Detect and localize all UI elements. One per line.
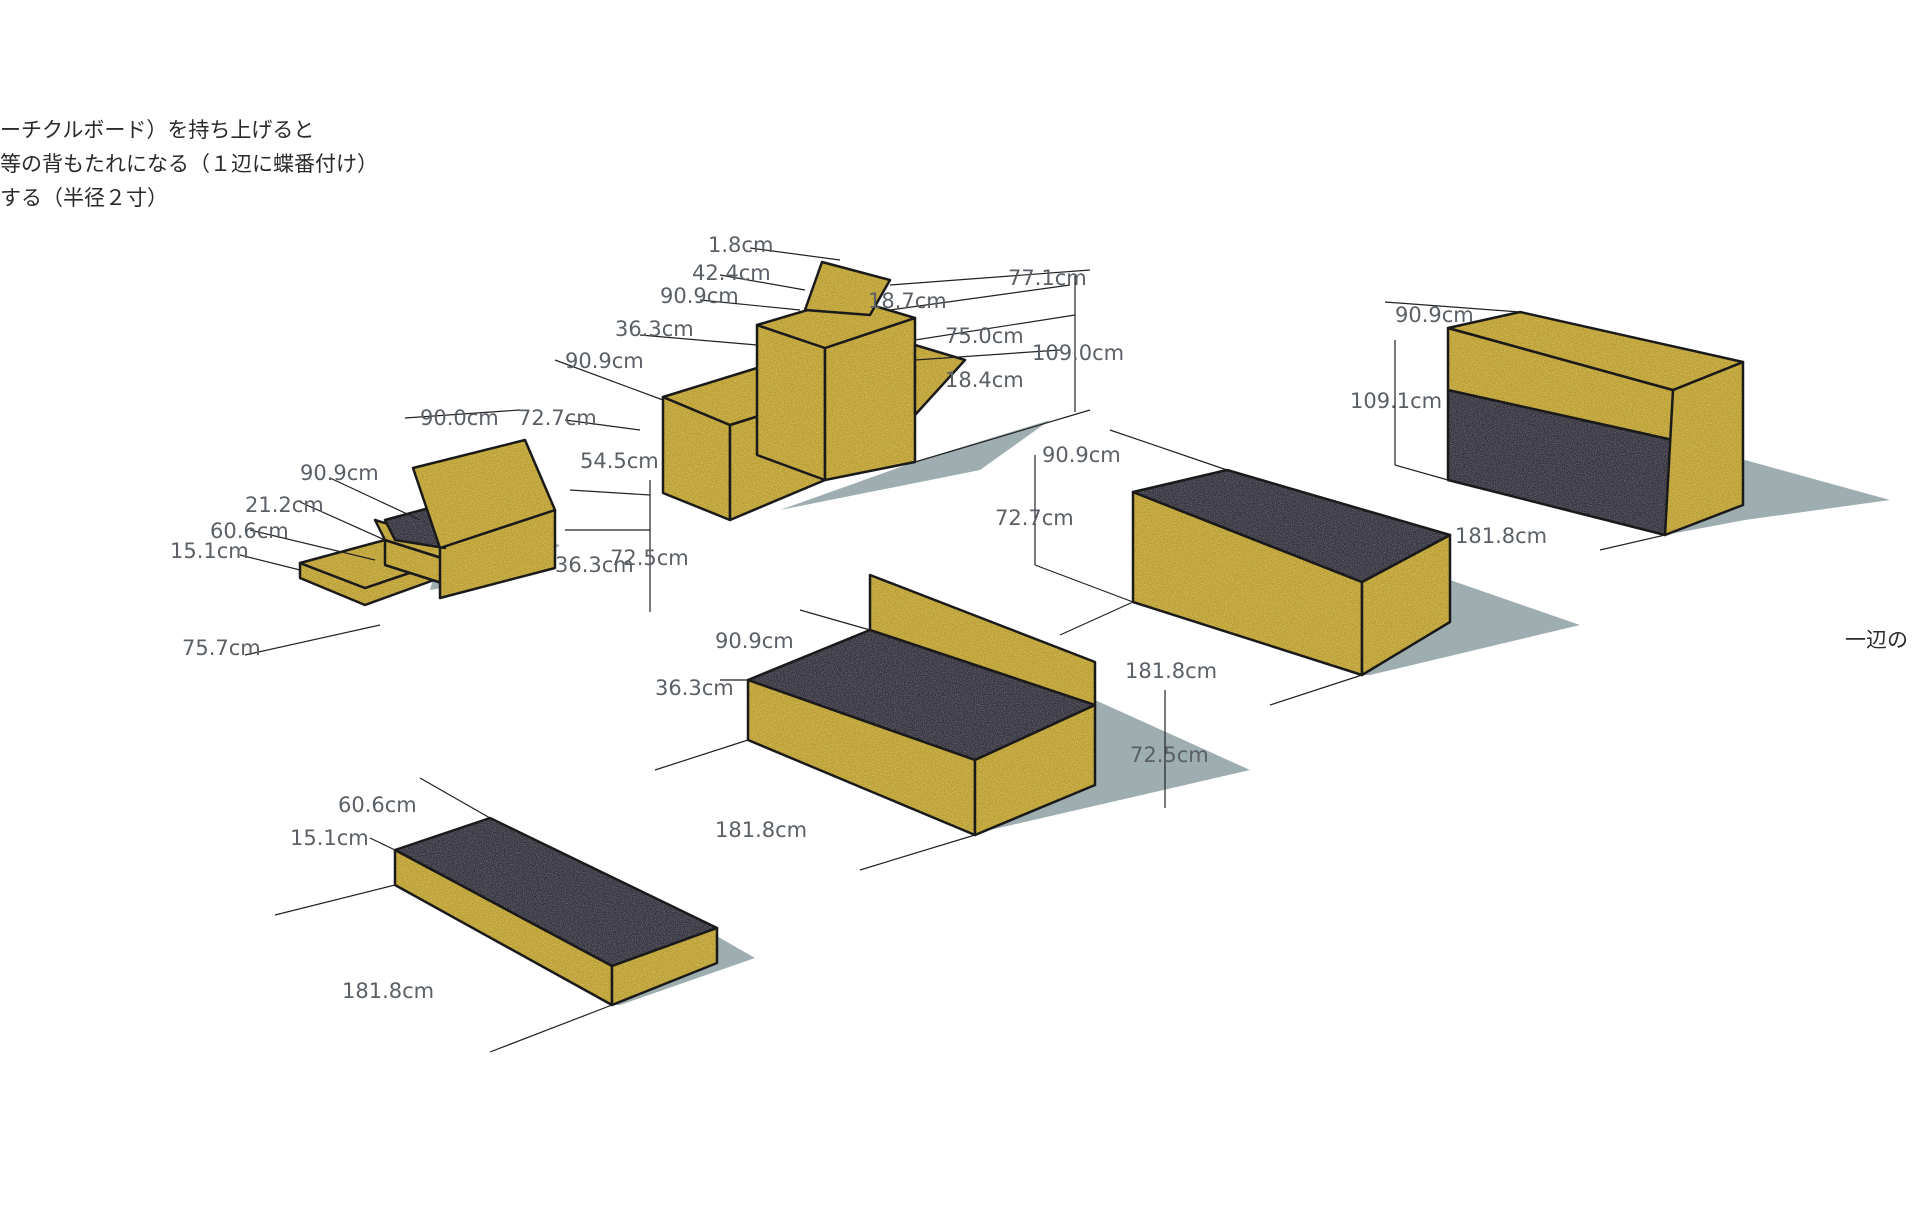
sofa-dim-36-3: 36.3cm bbox=[655, 676, 734, 700]
step-dim-1-8: 1.8cm bbox=[708, 233, 773, 257]
step-box-module bbox=[661, 260, 1050, 522]
step-dim-18-4: 18.4cm bbox=[945, 368, 1024, 392]
chair-dim-36-3: 36.3cm bbox=[555, 553, 634, 577]
table-dim-72-7: 72.7cm bbox=[995, 506, 1074, 530]
sofa-dim-90-9: 90.9cm bbox=[715, 629, 794, 653]
bench-dim-181-8: 181.8cm bbox=[342, 979, 434, 1003]
sofa-side bbox=[973, 703, 1097, 837]
sofa-dim-72-5: 72.5cm bbox=[1130, 743, 1209, 767]
cabinet-dim-90-9: 90.9cm bbox=[1395, 303, 1474, 327]
bench-side bbox=[610, 926, 719, 1007]
chair-dim-72-5: 72.5cm bbox=[610, 546, 689, 570]
tall-cabinet-module bbox=[1446, 310, 1890, 537]
chair-dim-75-7: 75.7cm bbox=[182, 636, 261, 660]
step-dim-90-9-a: 90.9cm bbox=[660, 284, 739, 308]
step-dim-36-3: 36.3cm bbox=[615, 317, 694, 341]
chair-dim-72-7: 72.7cm bbox=[518, 406, 597, 430]
dimension-labels: 90.0cm 72.7cm 90.9cm 21.2cm 60.6cm 15.1c… bbox=[170, 233, 1908, 1003]
step-dim-77-1: 77.1cm bbox=[1008, 266, 1087, 290]
note-line-2: 等の背もたれになる（１辺に蝶番付け） bbox=[0, 152, 378, 176]
cabinet-top bbox=[1446, 310, 1745, 392]
step-dim-18-7: 18.7cm bbox=[868, 289, 947, 313]
step-flap-open bbox=[913, 343, 967, 417]
cabinet-shadow bbox=[1665, 460, 1890, 535]
table-top bbox=[1131, 468, 1452, 584]
chair-module bbox=[298, 438, 560, 607]
step-upper-front bbox=[755, 323, 827, 482]
step-dim-90-9-b: 90.9cm bbox=[565, 349, 644, 373]
dimension-lines bbox=[239, 247, 1666, 1053]
chair-dim-15-1: 15.1cm bbox=[170, 539, 249, 563]
chair-dim-21-2: 21.2cm bbox=[245, 493, 324, 517]
step-dim-109-0: 109.0cm bbox=[1032, 341, 1124, 365]
step-dim-75-0: 75.0cm bbox=[945, 324, 1024, 348]
note-line-3: する（半径２寸） bbox=[0, 186, 168, 210]
bench-module bbox=[393, 816, 755, 1007]
sofa-dim-181-8: 181.8cm bbox=[715, 818, 807, 842]
bench-dim-15-1: 15.1cm bbox=[290, 826, 369, 850]
table-dim-181-8: 181.8cm bbox=[1125, 659, 1217, 683]
table-shadow bbox=[1362, 580, 1580, 675]
cabinet-dim-181-8: 181.8cm bbox=[1455, 524, 1547, 548]
side-label: 一辺の bbox=[1845, 628, 1908, 652]
bench-dim-60-6: 60.6cm bbox=[338, 793, 417, 817]
chair-dim-90-0: 90.0cm bbox=[420, 406, 499, 430]
table-box-module bbox=[1131, 468, 1580, 677]
table-dim-90-9: 90.9cm bbox=[1042, 443, 1121, 467]
chair-dim-90-9: 90.9cm bbox=[300, 461, 379, 485]
cabinet-dim-109-1: 109.1cm bbox=[1350, 389, 1442, 413]
step-dim-42-4: 42.4cm bbox=[692, 261, 771, 285]
note-line-1: ーチクルボード）を持ち上げると bbox=[0, 118, 315, 142]
sofa-module bbox=[746, 573, 1250, 837]
chair-dim-60-6: 60.6cm bbox=[210, 519, 289, 543]
step-lid-raised bbox=[803, 260, 892, 317]
chair-back-panel bbox=[411, 438, 557, 550]
chair-dim-54-5: 54.5cm bbox=[580, 449, 659, 473]
